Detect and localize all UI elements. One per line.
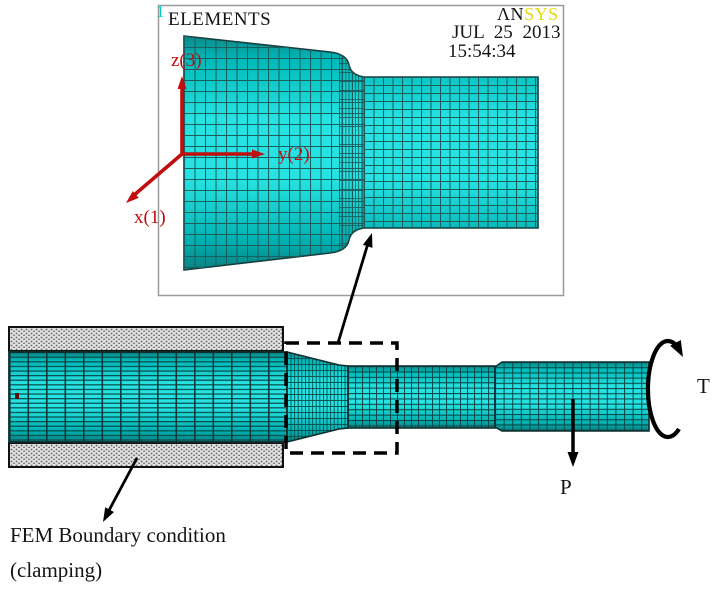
zoom-callout-arrowhead [362, 233, 373, 248]
x-axis-arrowhead [126, 191, 139, 203]
x-axis [131, 152, 184, 198]
z-axis-arrowhead [177, 76, 187, 89]
zoom-callout-arrow [336, 239, 371, 344]
ansys-logo: ΛNSYS [497, 5, 559, 23]
inset-frame [157, 4, 565, 297]
zoom-region-dashed-box [284, 341, 399, 455]
torque-arrowhead [670, 340, 683, 357]
inset-straight-grid [364, 77, 538, 228]
coordinate-triad [126, 76, 265, 203]
node-marker [15, 393, 19, 399]
ansys-logo-black: ΛN [497, 4, 525, 24]
clamp-callout-arrowhead [103, 507, 114, 522]
y-axis-arrowhead [252, 149, 265, 159]
y-axis-label: y(2) [278, 144, 310, 165]
boundary-caption-line1: FEM Boundary condition [10, 523, 226, 547]
annotation-arrows [103, 233, 683, 522]
elements-label: ELEMENTS [168, 9, 272, 30]
right-section [494, 361, 650, 432]
plot-number: 1 [156, 2, 165, 21]
clamp-block-bottom [8, 442, 284, 468]
date-stamp: JUL 25 2013 [452, 22, 561, 43]
inset-neck-grid [339, 50, 365, 256]
ansys-logo-yellow: SYS [524, 4, 559, 24]
boundary-caption-line2: (clamping) [10, 558, 103, 582]
torque-arrow-arc [645, 338, 681, 440]
clamp-block-top [8, 326, 284, 352]
time-stamp: 15:54:34 [448, 41, 516, 62]
clamp-callout-arrow [104, 457, 139, 517]
z-axis-label: z(3) [171, 50, 202, 71]
x-axis-label: x(1) [134, 207, 166, 228]
shaft-mesh [8, 350, 650, 444]
torque-label: T [697, 374, 710, 398]
force-label: P [560, 475, 572, 499]
force-arrowhead [567, 452, 579, 467]
